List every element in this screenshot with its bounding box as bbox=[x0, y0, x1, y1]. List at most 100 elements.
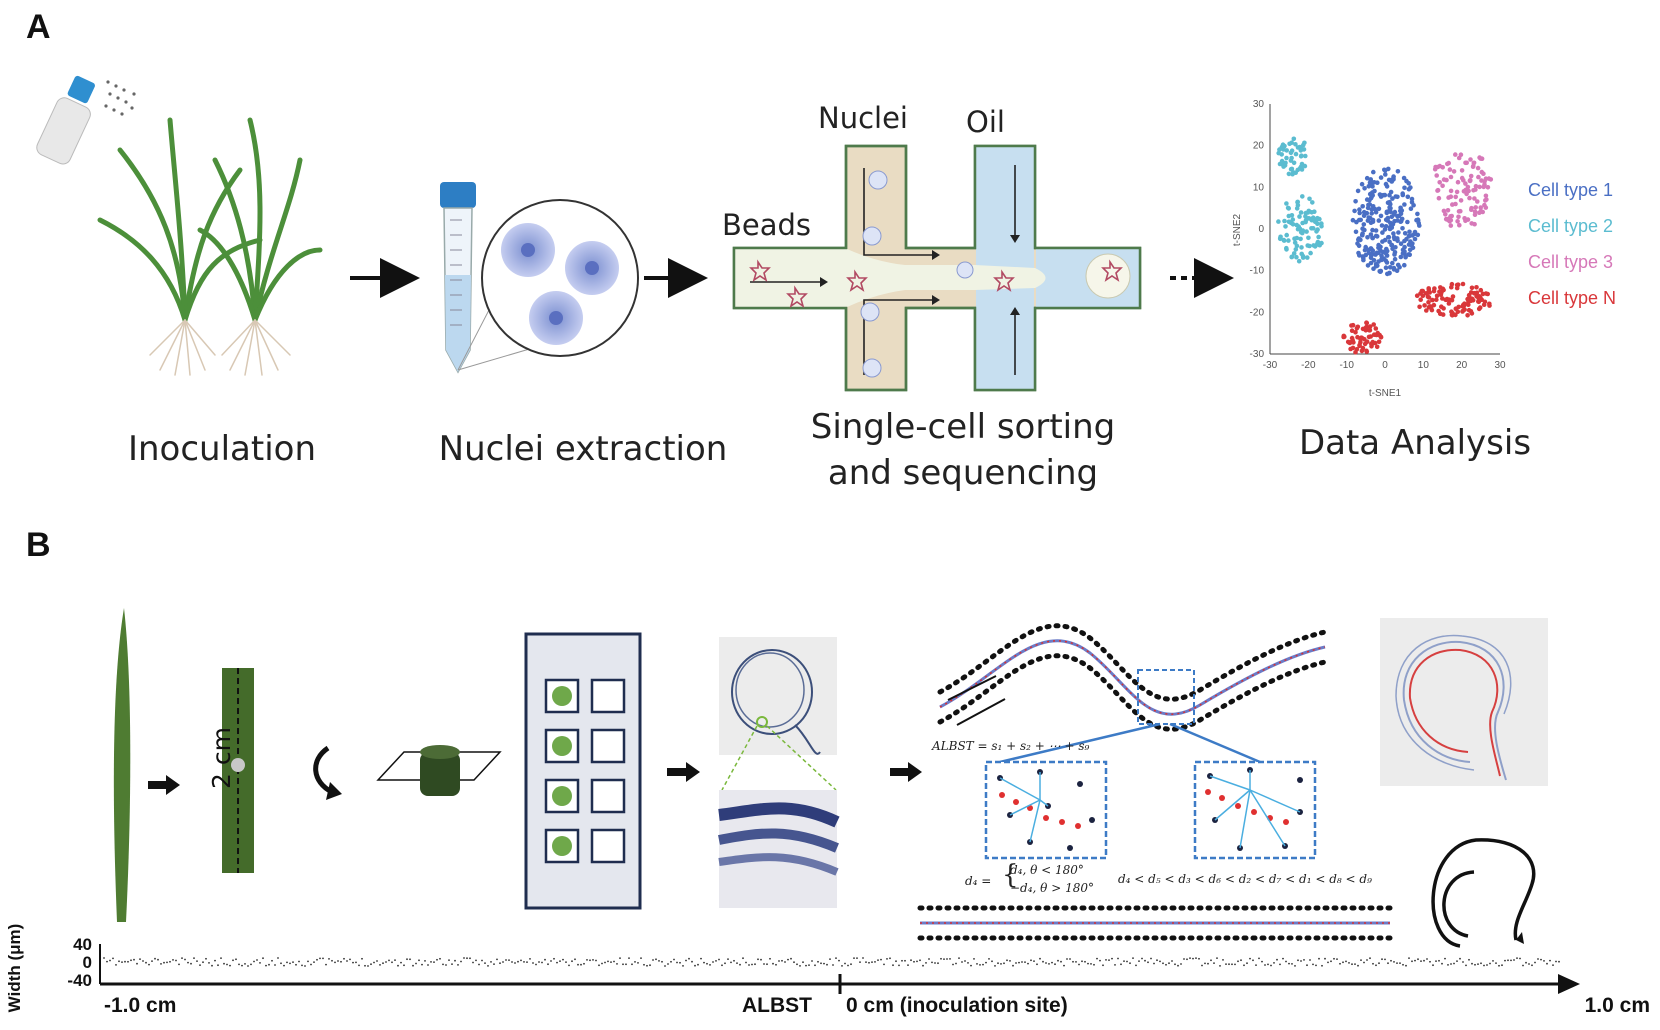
width-dot bbox=[253, 960, 255, 963]
width-dot bbox=[1033, 960, 1035, 962]
tsne-point bbox=[1454, 282, 1460, 288]
width-dot bbox=[244, 963, 246, 965]
width-dot bbox=[1009, 960, 1011, 962]
width-dot bbox=[658, 960, 660, 962]
width-dot bbox=[526, 961, 528, 963]
width-dot bbox=[718, 958, 720, 961]
width-dot bbox=[1261, 960, 1263, 963]
tsne-point bbox=[1385, 271, 1390, 277]
width-dot bbox=[205, 957, 207, 960]
tsne-point bbox=[1382, 192, 1388, 198]
width-dot bbox=[466, 957, 468, 960]
tsne-point bbox=[1453, 194, 1458, 200]
tsne-point bbox=[1276, 219, 1281, 224]
tsne-point bbox=[1299, 251, 1304, 257]
tsne-point bbox=[1390, 222, 1396, 227]
tsne-point bbox=[1355, 324, 1361, 330]
width-dot bbox=[775, 963, 777, 966]
tsne-point bbox=[1384, 260, 1390, 265]
tsne-point bbox=[1402, 262, 1407, 268]
width-dot bbox=[175, 959, 177, 962]
width-dot bbox=[1024, 961, 1026, 963]
tsne-point bbox=[1448, 188, 1454, 194]
tsne-point bbox=[1446, 160, 1451, 166]
width-dot bbox=[913, 960, 915, 963]
width-dot bbox=[1486, 964, 1488, 966]
width-dot bbox=[556, 961, 558, 964]
width-dot bbox=[880, 958, 882, 961]
width-dot bbox=[298, 960, 300, 963]
tsne-point bbox=[1361, 209, 1367, 215]
width-dot bbox=[631, 963, 633, 966]
stage-label-inoculation: Inoculation bbox=[128, 429, 316, 469]
width-dot bbox=[1222, 959, 1224, 961]
tsne-point bbox=[1398, 241, 1404, 246]
width-dot bbox=[1516, 957, 1518, 959]
width-dot bbox=[1207, 962, 1209, 965]
tsne-point bbox=[1400, 192, 1406, 198]
tsne-point bbox=[1370, 217, 1376, 223]
width-dot bbox=[442, 963, 444, 966]
rotate-arrow-icon bbox=[313, 745, 334, 795]
width-dot bbox=[571, 960, 573, 963]
width-dot bbox=[664, 965, 666, 967]
tsne-point bbox=[1368, 255, 1374, 261]
width-dot bbox=[463, 957, 465, 959]
tsne-point bbox=[1279, 158, 1285, 164]
width-dot bbox=[1237, 960, 1239, 963]
width-dot bbox=[202, 961, 204, 964]
width-dot bbox=[1201, 964, 1203, 967]
width-dot bbox=[562, 958, 564, 961]
tsne-point bbox=[1465, 296, 1470, 302]
tsne-point bbox=[1436, 195, 1442, 201]
width-dot bbox=[1315, 964, 1317, 967]
tsne-point bbox=[1387, 192, 1392, 198]
width-dot bbox=[952, 963, 954, 966]
width-dot bbox=[1069, 958, 1071, 960]
tsne-x-tick: 30 bbox=[1494, 360, 1506, 371]
width-dot bbox=[736, 962, 738, 964]
width-dot bbox=[235, 958, 237, 961]
tsne-point bbox=[1361, 222, 1367, 227]
width-dot bbox=[1198, 957, 1200, 960]
tsne-point bbox=[1289, 155, 1294, 161]
width-dot bbox=[472, 961, 474, 964]
tsne-point bbox=[1311, 243, 1316, 248]
width-dot bbox=[418, 959, 420, 962]
tsne-point bbox=[1368, 260, 1374, 266]
tsne-point bbox=[1473, 187, 1478, 192]
width-dot bbox=[1321, 964, 1323, 967]
tsne-point bbox=[1443, 212, 1448, 217]
width-dot bbox=[1078, 963, 1080, 966]
width-dot bbox=[1153, 962, 1155, 965]
width-dot bbox=[1306, 964, 1308, 967]
tsne-legend-entry: Cell type 2 bbox=[1528, 216, 1613, 236]
tsne-point bbox=[1478, 295, 1483, 300]
tsne-point bbox=[1390, 196, 1395, 201]
tsne-point bbox=[1468, 173, 1474, 179]
tsne-point bbox=[1448, 223, 1454, 228]
width-dot bbox=[259, 962, 261, 964]
width-dot bbox=[391, 961, 393, 964]
width-dot bbox=[1501, 964, 1503, 967]
tsne-point bbox=[1372, 340, 1378, 346]
tsne-point bbox=[1473, 205, 1478, 210]
tsne-point bbox=[1387, 226, 1393, 232]
tsne-point bbox=[1434, 173, 1439, 178]
width-dot bbox=[691, 960, 693, 963]
width-dot bbox=[928, 958, 930, 960]
width-dot bbox=[1273, 962, 1275, 964]
width-dot bbox=[871, 961, 873, 963]
width-dot bbox=[190, 962, 192, 965]
width-dot bbox=[982, 963, 984, 966]
tsne-y-tick: -10 bbox=[1250, 266, 1265, 277]
tsne-point bbox=[1476, 299, 1482, 305]
width-dot bbox=[958, 957, 960, 959]
width-dot bbox=[352, 961, 354, 964]
tsne-point bbox=[1435, 187, 1441, 193]
tsne-point bbox=[1303, 218, 1309, 223]
tsne-point bbox=[1306, 208, 1312, 214]
width-dot bbox=[271, 959, 273, 962]
microfluidic-chip bbox=[732, 144, 1142, 392]
